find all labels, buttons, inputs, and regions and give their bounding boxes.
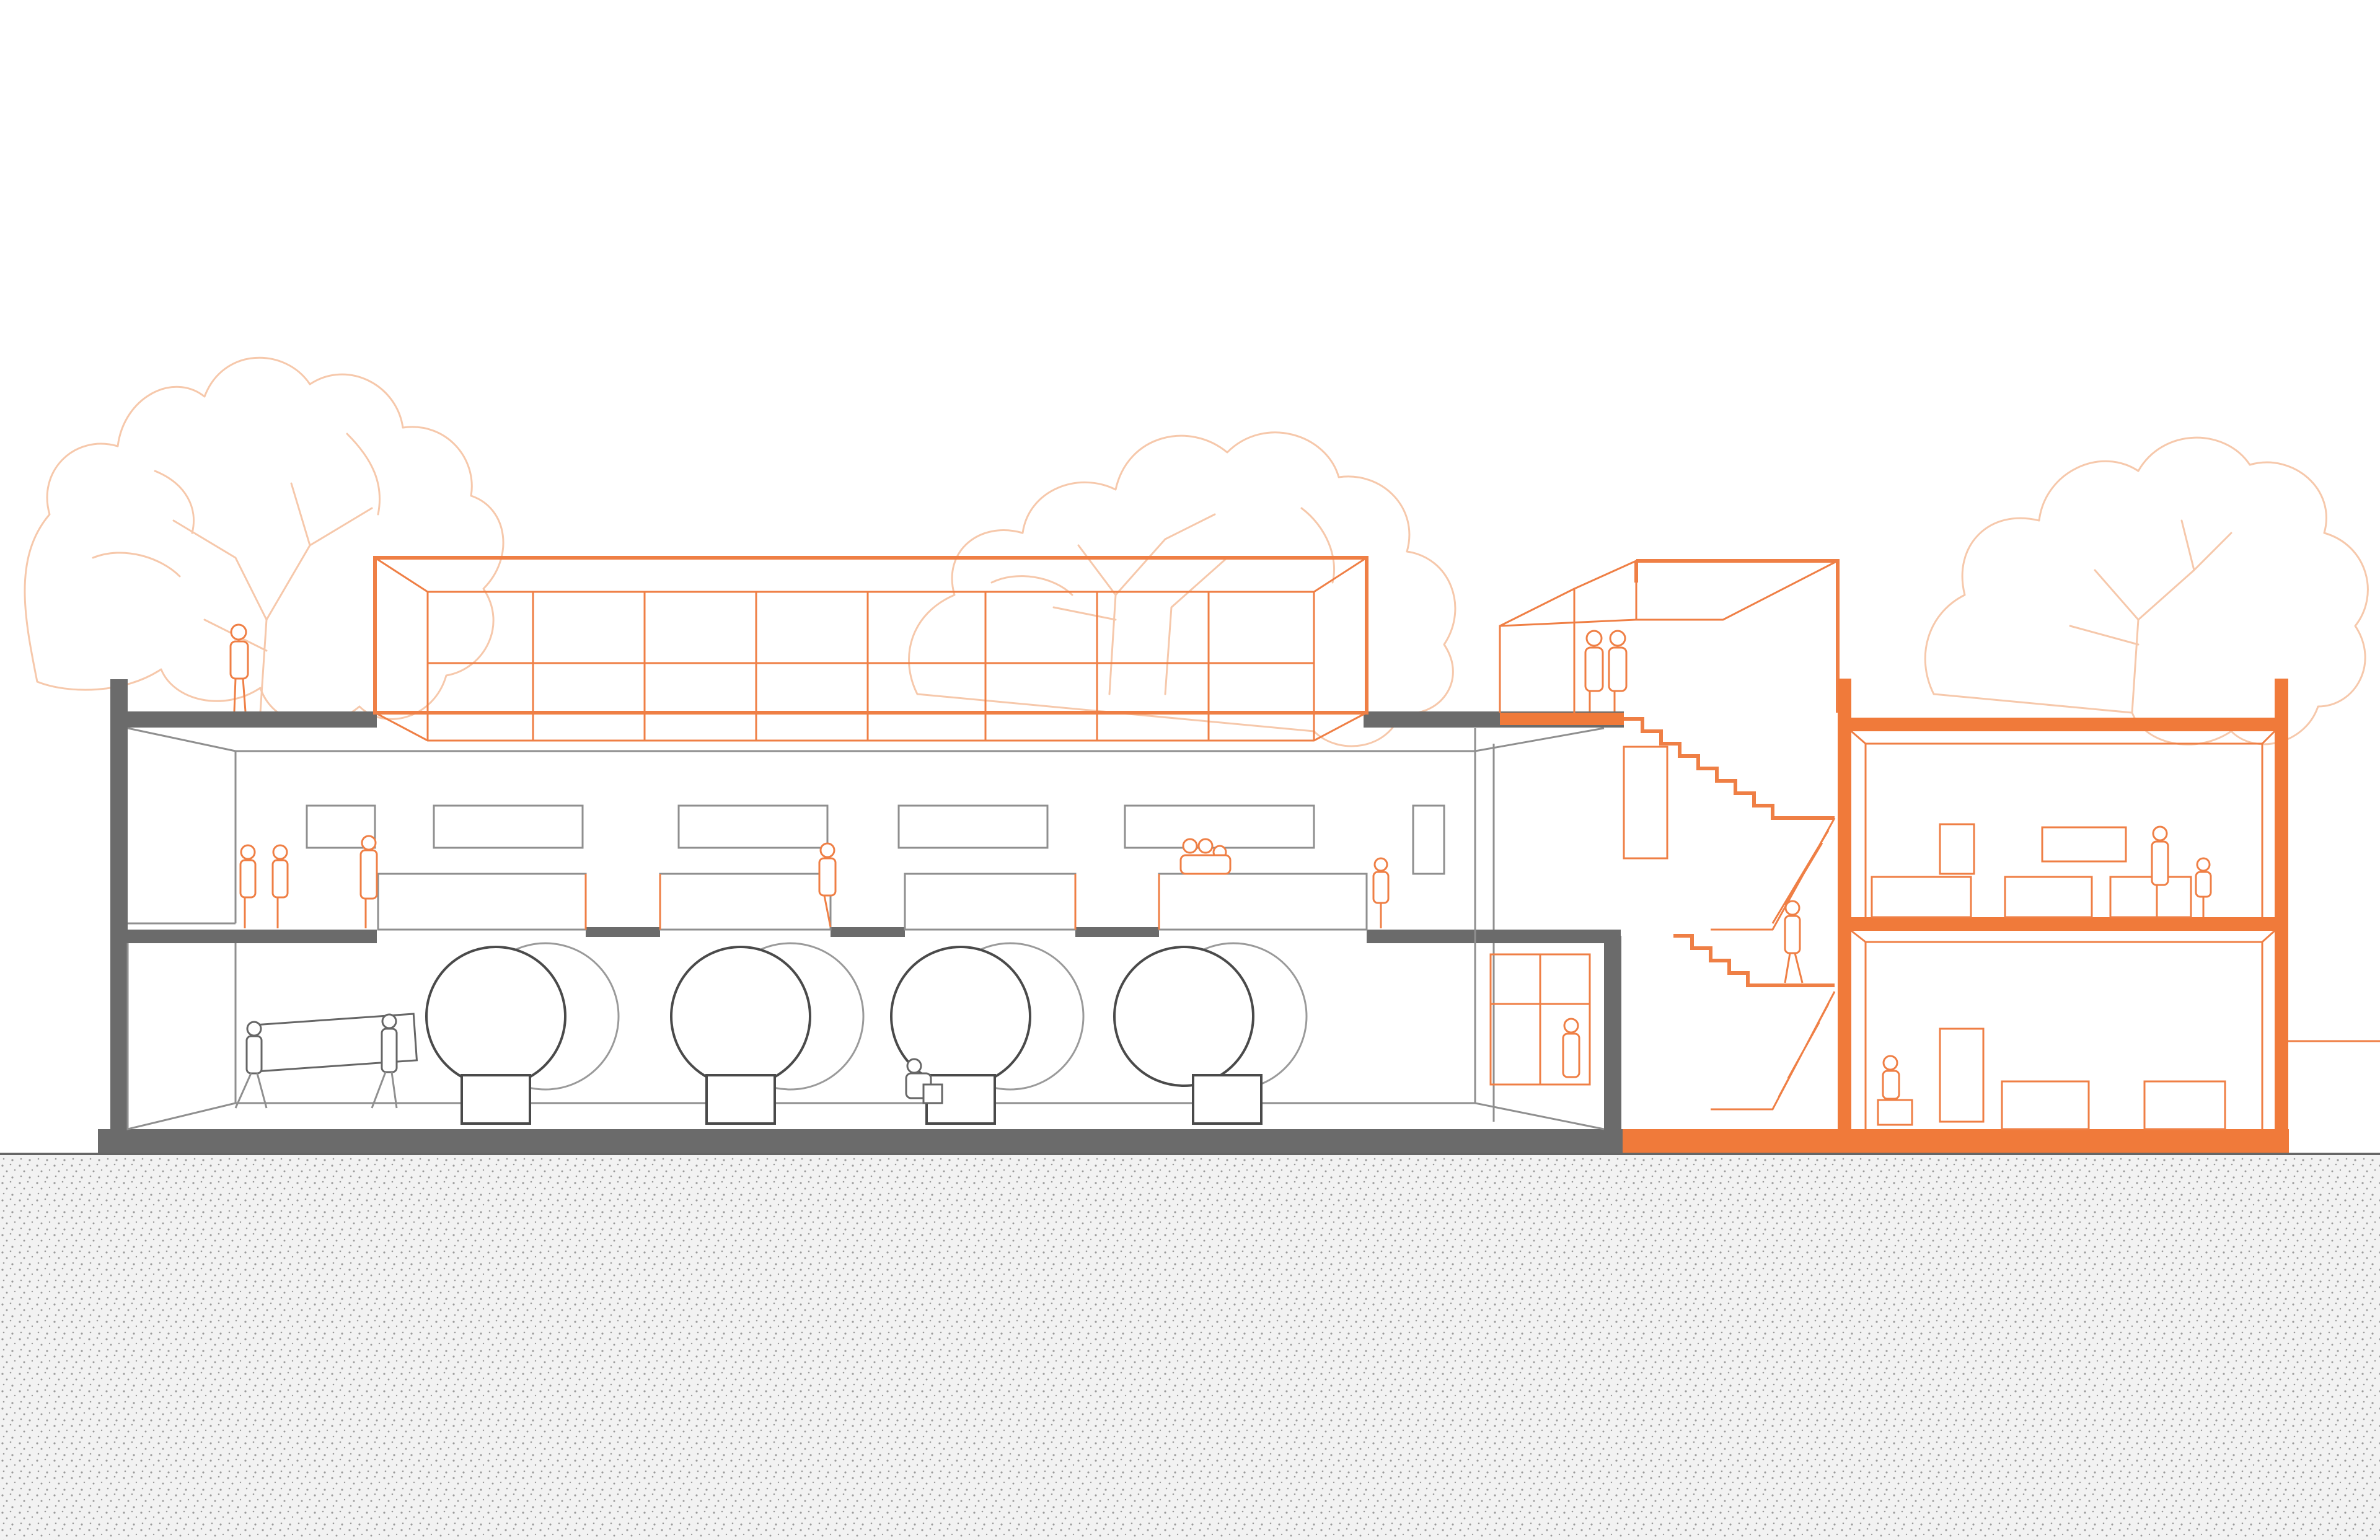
stair-core-frame bbox=[1474, 728, 1495, 1122]
person-gallery-group bbox=[1179, 838, 1232, 875]
person-gallery-4 bbox=[818, 842, 837, 928]
person-gallery-1 bbox=[239, 844, 257, 928]
right-block-interior bbox=[1851, 730, 2276, 1129]
stair-flight-upper bbox=[1624, 717, 1835, 820]
tree-left bbox=[24, 356, 505, 725]
tower-roof-perspective bbox=[1499, 559, 1838, 713]
person-stair bbox=[1784, 900, 1804, 983]
tower-roof-slab bbox=[1500, 713, 1624, 725]
person-gallery-5 bbox=[1372, 857, 1390, 928]
right-block bbox=[1838, 679, 2380, 1134]
left-wall bbox=[110, 682, 128, 1134]
stair-flight-middle bbox=[1711, 817, 1836, 931]
ground-section bbox=[0, 1154, 2380, 1540]
person-tower-roof-2 bbox=[1608, 630, 1628, 711]
roof-parapet bbox=[110, 679, 128, 729]
first-floor-slab-3 bbox=[1075, 927, 1159, 937]
upper-wall-windows bbox=[306, 804, 1445, 875]
person-gallery-2 bbox=[271, 844, 289, 928]
person-tower-roof-1 bbox=[1584, 630, 1604, 711]
pavilion-perspective bbox=[374, 557, 1367, 742]
tree-right bbox=[1924, 436, 2369, 746]
person-roof-left bbox=[229, 623, 249, 712]
person-gallery-3 bbox=[359, 835, 378, 928]
tank-2 bbox=[670, 942, 865, 1125]
person-tower-ground bbox=[1562, 1018, 1580, 1078]
pavilion-frame bbox=[373, 556, 1368, 715]
stair-flight-lower bbox=[1673, 934, 1835, 987]
tank-3 bbox=[890, 942, 1085, 1125]
pavilion-mullions bbox=[428, 592, 1314, 741]
right-wall-lower bbox=[1604, 936, 1621, 1134]
gallery-balustrades bbox=[377, 873, 1368, 931]
first-floor-slab-2 bbox=[831, 927, 905, 937]
tower-roof-frame bbox=[1634, 559, 1840, 713]
person-crouching bbox=[905, 1058, 943, 1104]
upper-hall-outline bbox=[127, 727, 1605, 925]
right-block-furniture bbox=[1871, 823, 2226, 1130]
person-right-upper-2 bbox=[2195, 857, 2212, 917]
roof-pavilion bbox=[373, 556, 1368, 742]
existing-building bbox=[98, 679, 1624, 1153]
stair-tower bbox=[1489, 559, 2289, 1153]
stair-flight-bottom bbox=[1711, 991, 1836, 1111]
tank-4 bbox=[1113, 942, 1308, 1125]
person-right-upper-1 bbox=[2151, 825, 2169, 917]
right-block-right-wall bbox=[2275, 679, 2288, 1134]
right-block-roof bbox=[1838, 718, 2288, 731]
right-block-left-wall bbox=[1838, 679, 1851, 1134]
tower-ground-slab bbox=[1623, 1129, 2289, 1153]
first-floor-slab-right bbox=[1367, 930, 1621, 943]
tower-windows bbox=[1489, 746, 1668, 1086]
storage-tanks bbox=[425, 942, 1308, 1125]
person-right-seated bbox=[1877, 1055, 1913, 1126]
first-floor-slab-1 bbox=[586, 927, 660, 937]
tank-1 bbox=[425, 942, 620, 1125]
first-floor-slab-left bbox=[110, 930, 377, 943]
people bbox=[229, 623, 2212, 1126]
people-carrying-panel bbox=[234, 1013, 418, 1109]
tree-center bbox=[908, 431, 1457, 747]
ground-floor-slab bbox=[98, 1129, 1623, 1153]
right-block-first-floor bbox=[1838, 917, 2288, 931]
roof-slab-left bbox=[110, 711, 377, 728]
